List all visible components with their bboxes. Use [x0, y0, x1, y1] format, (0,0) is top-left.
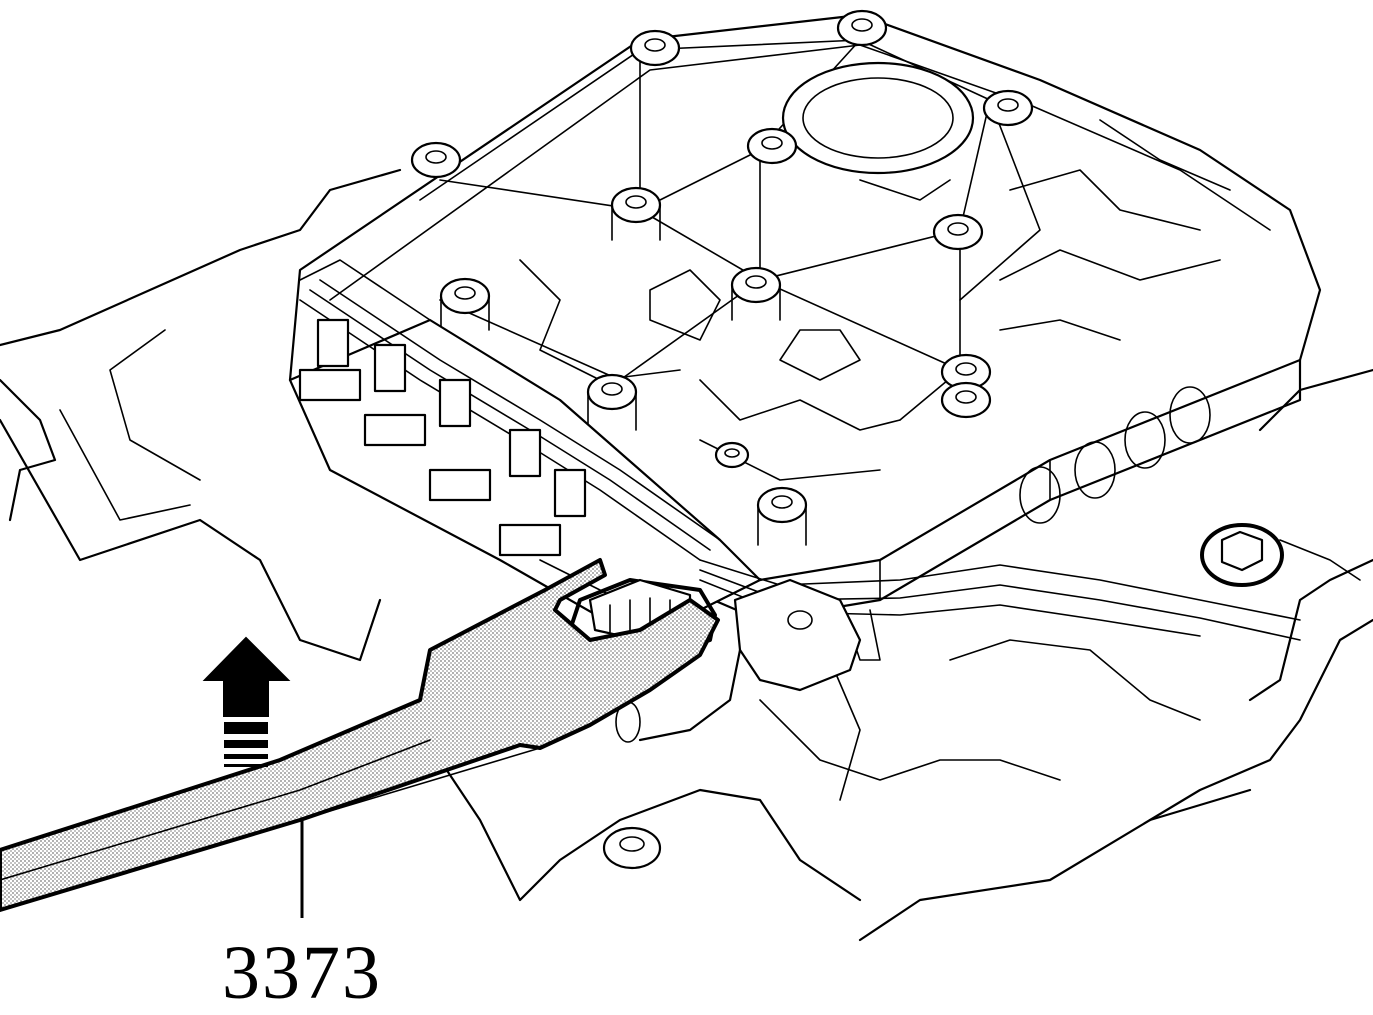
harness-plug — [615, 578, 862, 743]
bolt — [746, 127, 798, 165]
bolt — [610, 186, 662, 224]
bolt — [410, 141, 462, 179]
bolt — [756, 486, 808, 524]
bolt — [439, 277, 491, 315]
up-arrow-icon — [202, 636, 291, 767]
bolt — [730, 266, 782, 304]
solenoid-connectors — [288, 259, 762, 642]
bolt — [836, 9, 888, 47]
bolt — [932, 213, 984, 251]
drain-plug — [1200, 523, 1361, 587]
bolt — [602, 826, 662, 870]
special-tool-3373 — [0, 558, 720, 912]
bolt — [586, 373, 638, 411]
valve-body-bolts — [410, 9, 1034, 870]
bolt — [629, 29, 681, 67]
bolt — [940, 353, 992, 391]
tool-number-callout: 3373 — [222, 931, 382, 1015]
bolt — [714, 441, 750, 469]
bolt — [982, 89, 1034, 127]
bolt — [940, 381, 992, 419]
